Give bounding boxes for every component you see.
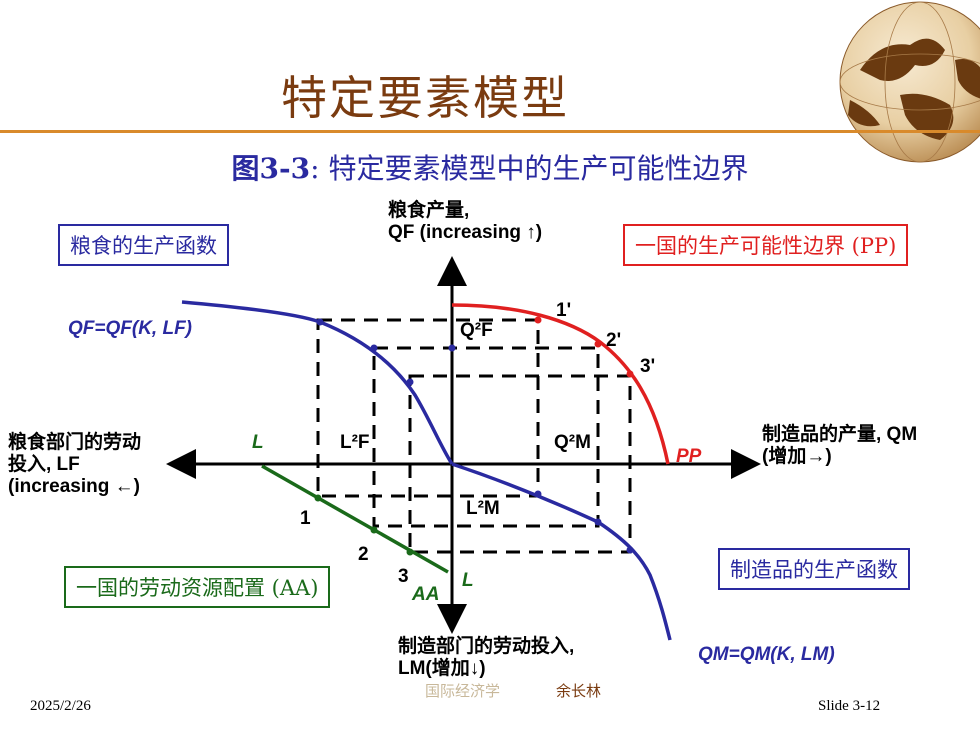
left-axis-label-line1: 粮食部门的劳动 (8, 432, 142, 453)
footer-date: 2025/2/26 (30, 698, 91, 714)
y-axis-label-line1: 粮食产量, (388, 200, 470, 221)
y-axis-label-top: 粮食产量, QF (increasing ↑) (388, 200, 542, 244)
curve-points (314, 316, 634, 556)
food-function-label: QF=QF(K, LF) (68, 318, 193, 339)
q2m-label: Q²M (554, 432, 591, 453)
q2f-label: Q²F (460, 320, 493, 341)
figure-number: 图3-3 (231, 152, 311, 185)
aa-label: AA (412, 584, 440, 605)
figure-subtitle: 图3-3: 特定要素模型中的生产可能性边界 (0, 147, 980, 187)
figure-caption: : 特定要素模型中的生产可能性边界 (310, 152, 749, 185)
point-2-label: 2 (358, 544, 369, 565)
left-axis-label-line2: 投入, LF (8, 453, 80, 475)
title-rule (0, 130, 980, 133)
axes (166, 256, 761, 634)
manufacture-function-label: QM=QM(K, LM) (698, 644, 835, 665)
bottom-axis-label-line1: 制造部门的劳动投入, (398, 636, 575, 657)
point-1p-label: 1' (556, 300, 572, 321)
x-axis-label-line2: (增加→) (762, 445, 832, 467)
manufacture-production-box: 制造品的生产函数 (718, 548, 910, 590)
bottom-axis-label-line2: LM(增加↓) (398, 657, 486, 679)
food-production-curve (181, 300, 454, 465)
y-axis-label-bottom: 制造部门的劳动投入, LM(增加↓) (398, 636, 574, 680)
point-3p-label: 3' (640, 356, 656, 377)
footer-course: 国际经济学 (425, 684, 501, 700)
point-1-label: 1 (300, 508, 311, 529)
aa-box: 一国的劳动资源配置 (AA) (64, 566, 331, 608)
page-title: 特定要素模型 (281, 71, 569, 125)
globe-icon (839, 1, 980, 163)
manufacture-production-curve (451, 462, 672, 641)
ppf-box: 一国的生产可能性边界 (PP) (623, 224, 909, 266)
l2f-label: L²F (340, 432, 370, 453)
food-production-box: 粮食的生产函数 (58, 224, 229, 266)
l-left-label: L (252, 432, 264, 453)
left-axis-label-line3: (increasing ←) (8, 475, 140, 497)
footer-author: 余长林 (556, 684, 602, 700)
x-axis-label-left: 粮食部门的劳动 投入, LF (increasing ←) (8, 432, 141, 498)
y-axis-label-line2: QF (increasing ↑) (388, 221, 543, 243)
pp-label: PP (676, 446, 702, 467)
footer-slide-number: Slide 3-12 (818, 698, 881, 714)
point-2p-label: 2' (606, 330, 622, 351)
aa-line (261, 464, 449, 574)
x-axis-label-right: 制造品的产量, QM (增加→) (762, 424, 917, 468)
x-axis-label-line1: 制造品的产量, QM (762, 424, 918, 445)
l-bottom-label: L (462, 570, 474, 591)
l2m-label: L²M (466, 498, 500, 519)
point-3-label: 3 (398, 566, 409, 587)
